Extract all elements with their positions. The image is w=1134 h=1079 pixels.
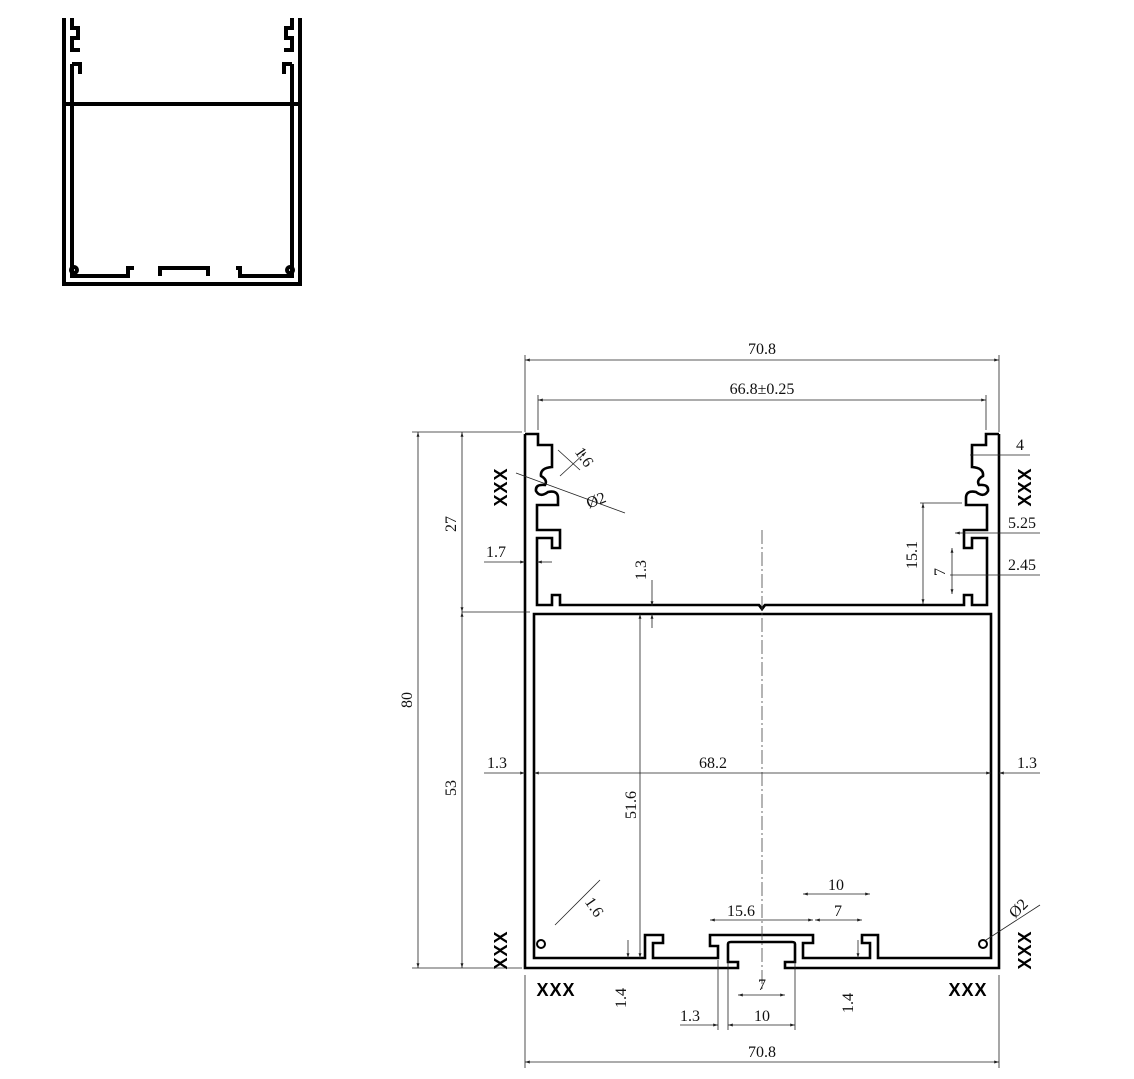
dim-floor-left: 1.4	[613, 988, 630, 1008]
mark-right-bottom: XXX	[1015, 930, 1035, 969]
dim-side-wall-right: 1.3	[1017, 755, 1037, 772]
mark-left-top: XXX	[491, 467, 511, 506]
dim-right-slot-inner: 7	[834, 903, 842, 920]
dim-right-diameter-bottom: Ø2	[1006, 896, 1032, 922]
thumbnail-profile	[62, 18, 302, 286]
dim-shelf-thickness: 1.3	[633, 560, 650, 580]
dim-inner-width: 68.2	[699, 755, 727, 772]
profile-outline	[523, 432, 1001, 970]
dim-channel-width: 10	[754, 1008, 770, 1025]
dim-channel-wall: 1.3	[680, 1008, 700, 1025]
dim-t-slot-width: 15.6	[727, 903, 755, 920]
dim-inner-height: 51.6	[623, 791, 640, 819]
dim-left-radius-width-bottom: 1.6	[581, 894, 606, 920]
dim-right-lip: 4	[1016, 437, 1024, 454]
dim-right-slot-height: 15.1	[904, 541, 921, 569]
mark-bottom-left: XXX	[536, 980, 575, 1000]
dim-inner-width-top: 66.8±0.25	[730, 381, 795, 398]
dim-total-height: 80	[399, 692, 416, 708]
dim-upper-height: 27	[443, 516, 460, 532]
dimension-lines	[412, 355, 1041, 1068]
mark-right-top: XXX	[1015, 467, 1035, 506]
mark-bottom-right: XXX	[948, 980, 987, 1000]
dim-right-slot-depth: 5.25	[1008, 515, 1036, 532]
material-marks: XXX XXX XXX XXX XXX XXX	[491, 467, 1035, 1000]
dim-right-slot-span: 10	[828, 877, 844, 894]
dim-right-slot-gap: 7	[932, 568, 949, 576]
dim-side-wall-left: 1.3	[487, 755, 507, 772]
dim-floor-right: 1.4	[840, 993, 857, 1013]
dim-left-wall: 1.7	[486, 544, 506, 561]
dim-lower-height: 53	[443, 780, 460, 796]
dim-left-radius-width-top: 1.6	[571, 444, 596, 470]
dim-right-slot-wall: 2.45	[1008, 557, 1036, 574]
dim-overall-width-top: 70.8	[748, 341, 776, 358]
mark-left-bottom: XXX	[491, 930, 511, 969]
dim-channel-opening: 7	[758, 977, 766, 994]
dim-overall-width-bottom: 70.8	[748, 1044, 776, 1061]
dim-left-diameter-top: Ø2	[584, 489, 609, 512]
